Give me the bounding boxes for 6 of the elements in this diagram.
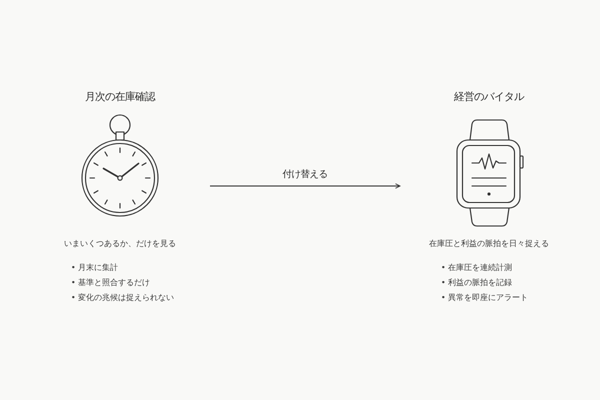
caption-text: 在庫圧と利益の脈拍を日々捉える <box>429 238 549 249</box>
heading: 経営のバイタル <box>454 90 524 104</box>
caption-text: いまいくつあるか、だけを見る <box>64 238 176 249</box>
arrow <box>210 183 400 189</box>
heading: 月次の在庫確認 <box>85 90 155 104</box>
edge-label: 付け替える <box>280 169 330 181</box>
